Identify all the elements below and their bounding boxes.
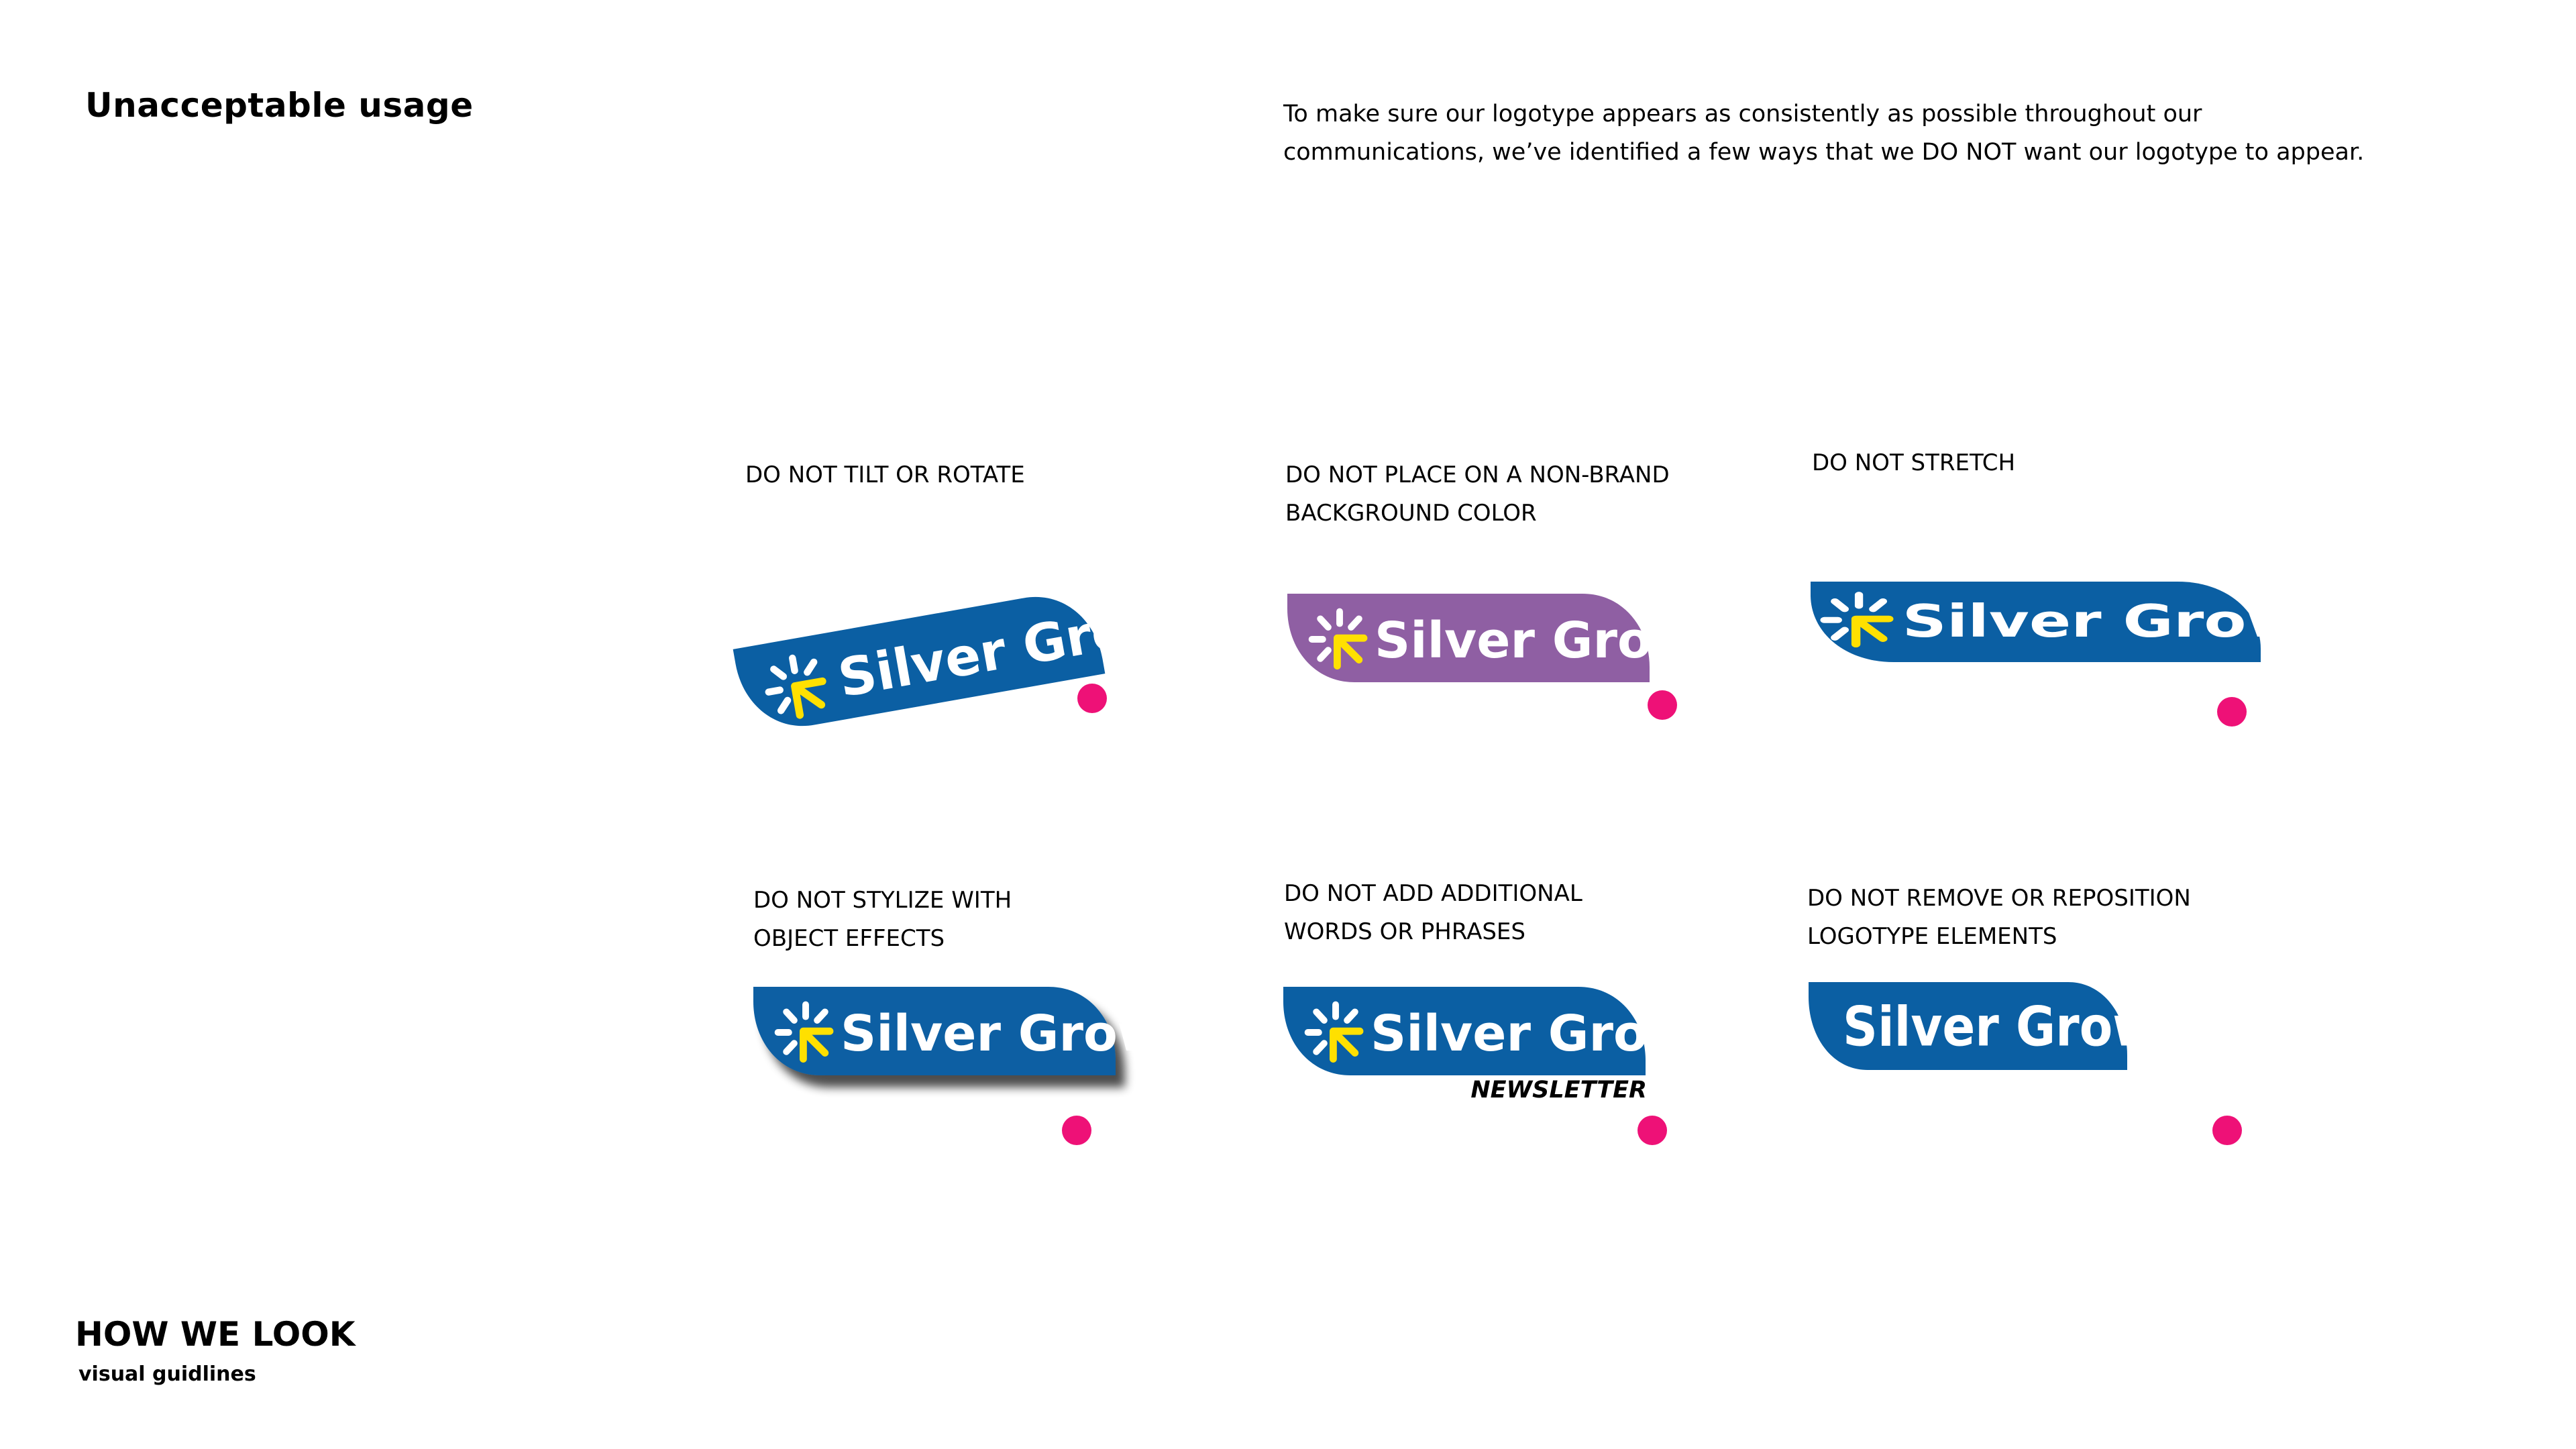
brand-dot <box>1062 1116 1091 1145</box>
logo-wordmark: Silver Grow <box>841 1005 1163 1063</box>
brand-dot <box>2217 697 2247 727</box>
brand-dot <box>1077 684 1107 713</box>
section-title: HOW WE LOOK <box>75 1315 356 1354</box>
logo-wordmark: Silver Grow <box>1843 996 2157 1059</box>
caption-effects: DO NOT STYLIZE WITH OBJECT EFFECTS <box>753 881 1012 958</box>
logo-non-brand-background: Silver Grow <box>1287 594 1697 682</box>
intro-line: To make sure our logotype appears as con… <box>1283 101 2202 127</box>
sunburst-arrow-icon <box>778 1005 830 1059</box>
intro-paragraph: To make sure our logotype appears as con… <box>1283 95 2424 172</box>
caption-line: LOGOTYPE ELEMENTS <box>1807 923 2057 950</box>
caption-line: OBJECT EFFECTS <box>753 925 945 952</box>
caption-tilt: DO NOT TILT OR ROTATE <box>745 456 1025 494</box>
caption-line: DO NOT STYLIZE WITH <box>753 887 1012 914</box>
logo-wordmark: Silver Grow <box>1371 1005 1693 1063</box>
logo-tilted: Silver Grow <box>733 586 1179 737</box>
caption-line: DO NOT ADD ADDITIONAL <box>1284 880 1582 907</box>
caption-line: BACKGROUND COLOR <box>1285 500 1537 527</box>
caption-line: DO NOT REMOVE OR REPOSITION <box>1807 885 2191 912</box>
logo-wordmark: Silver Grow <box>1902 594 2304 647</box>
sunburst-arrow-icon <box>1308 1005 1360 1059</box>
caption-line: DO NOT PLACE ON A NON-BRAND <box>1285 462 1670 488</box>
caption-line: WORDS OR PHRASES <box>1284 918 1525 945</box>
caption-line: DO NOT TILT OR ROTATE <box>745 462 1025 488</box>
logo-stretched: Silver Grow <box>1811 582 2303 662</box>
intro-line: communications, we’ve identified a few w… <box>1283 139 2365 166</box>
brand-dot <box>1638 1116 1667 1145</box>
caption-stretch: DO NOT STRETCH <box>1812 444 2015 482</box>
caption-line: DO NOT STRETCH <box>1812 449 2016 476</box>
sunburst-arrow-icon <box>1825 595 1889 645</box>
logo-with-extra-words: Silver Grow <box>1283 987 1693 1075</box>
logo-wordmark: Silver Grow <box>1375 612 1697 669</box>
caption-remove: DO NOT REMOVE OR REPOSITION LOGOTYPE ELE… <box>1807 879 2191 956</box>
section-subtitle: visual guidlines <box>78 1362 256 1386</box>
brand-dot <box>1648 690 1677 720</box>
caption-background: DO NOT PLACE ON A NON-BRAND BACKGROUND C… <box>1285 456 1670 533</box>
logo-drop-shadow: Silver Grow <box>753 987 1163 1075</box>
brand-dot <box>2212 1116 2242 1145</box>
newsletter-label: NEWSLETTER <box>1470 1077 1647 1104</box>
caption-words: DO NOT ADD ADDITIONAL WORDS OR PHRASES <box>1284 875 1582 951</box>
page-title: Unacceptable usage <box>85 86 474 125</box>
logo-elements-removed: Silver Grow <box>1809 982 2157 1070</box>
sunburst-arrow-icon <box>1312 612 1364 666</box>
